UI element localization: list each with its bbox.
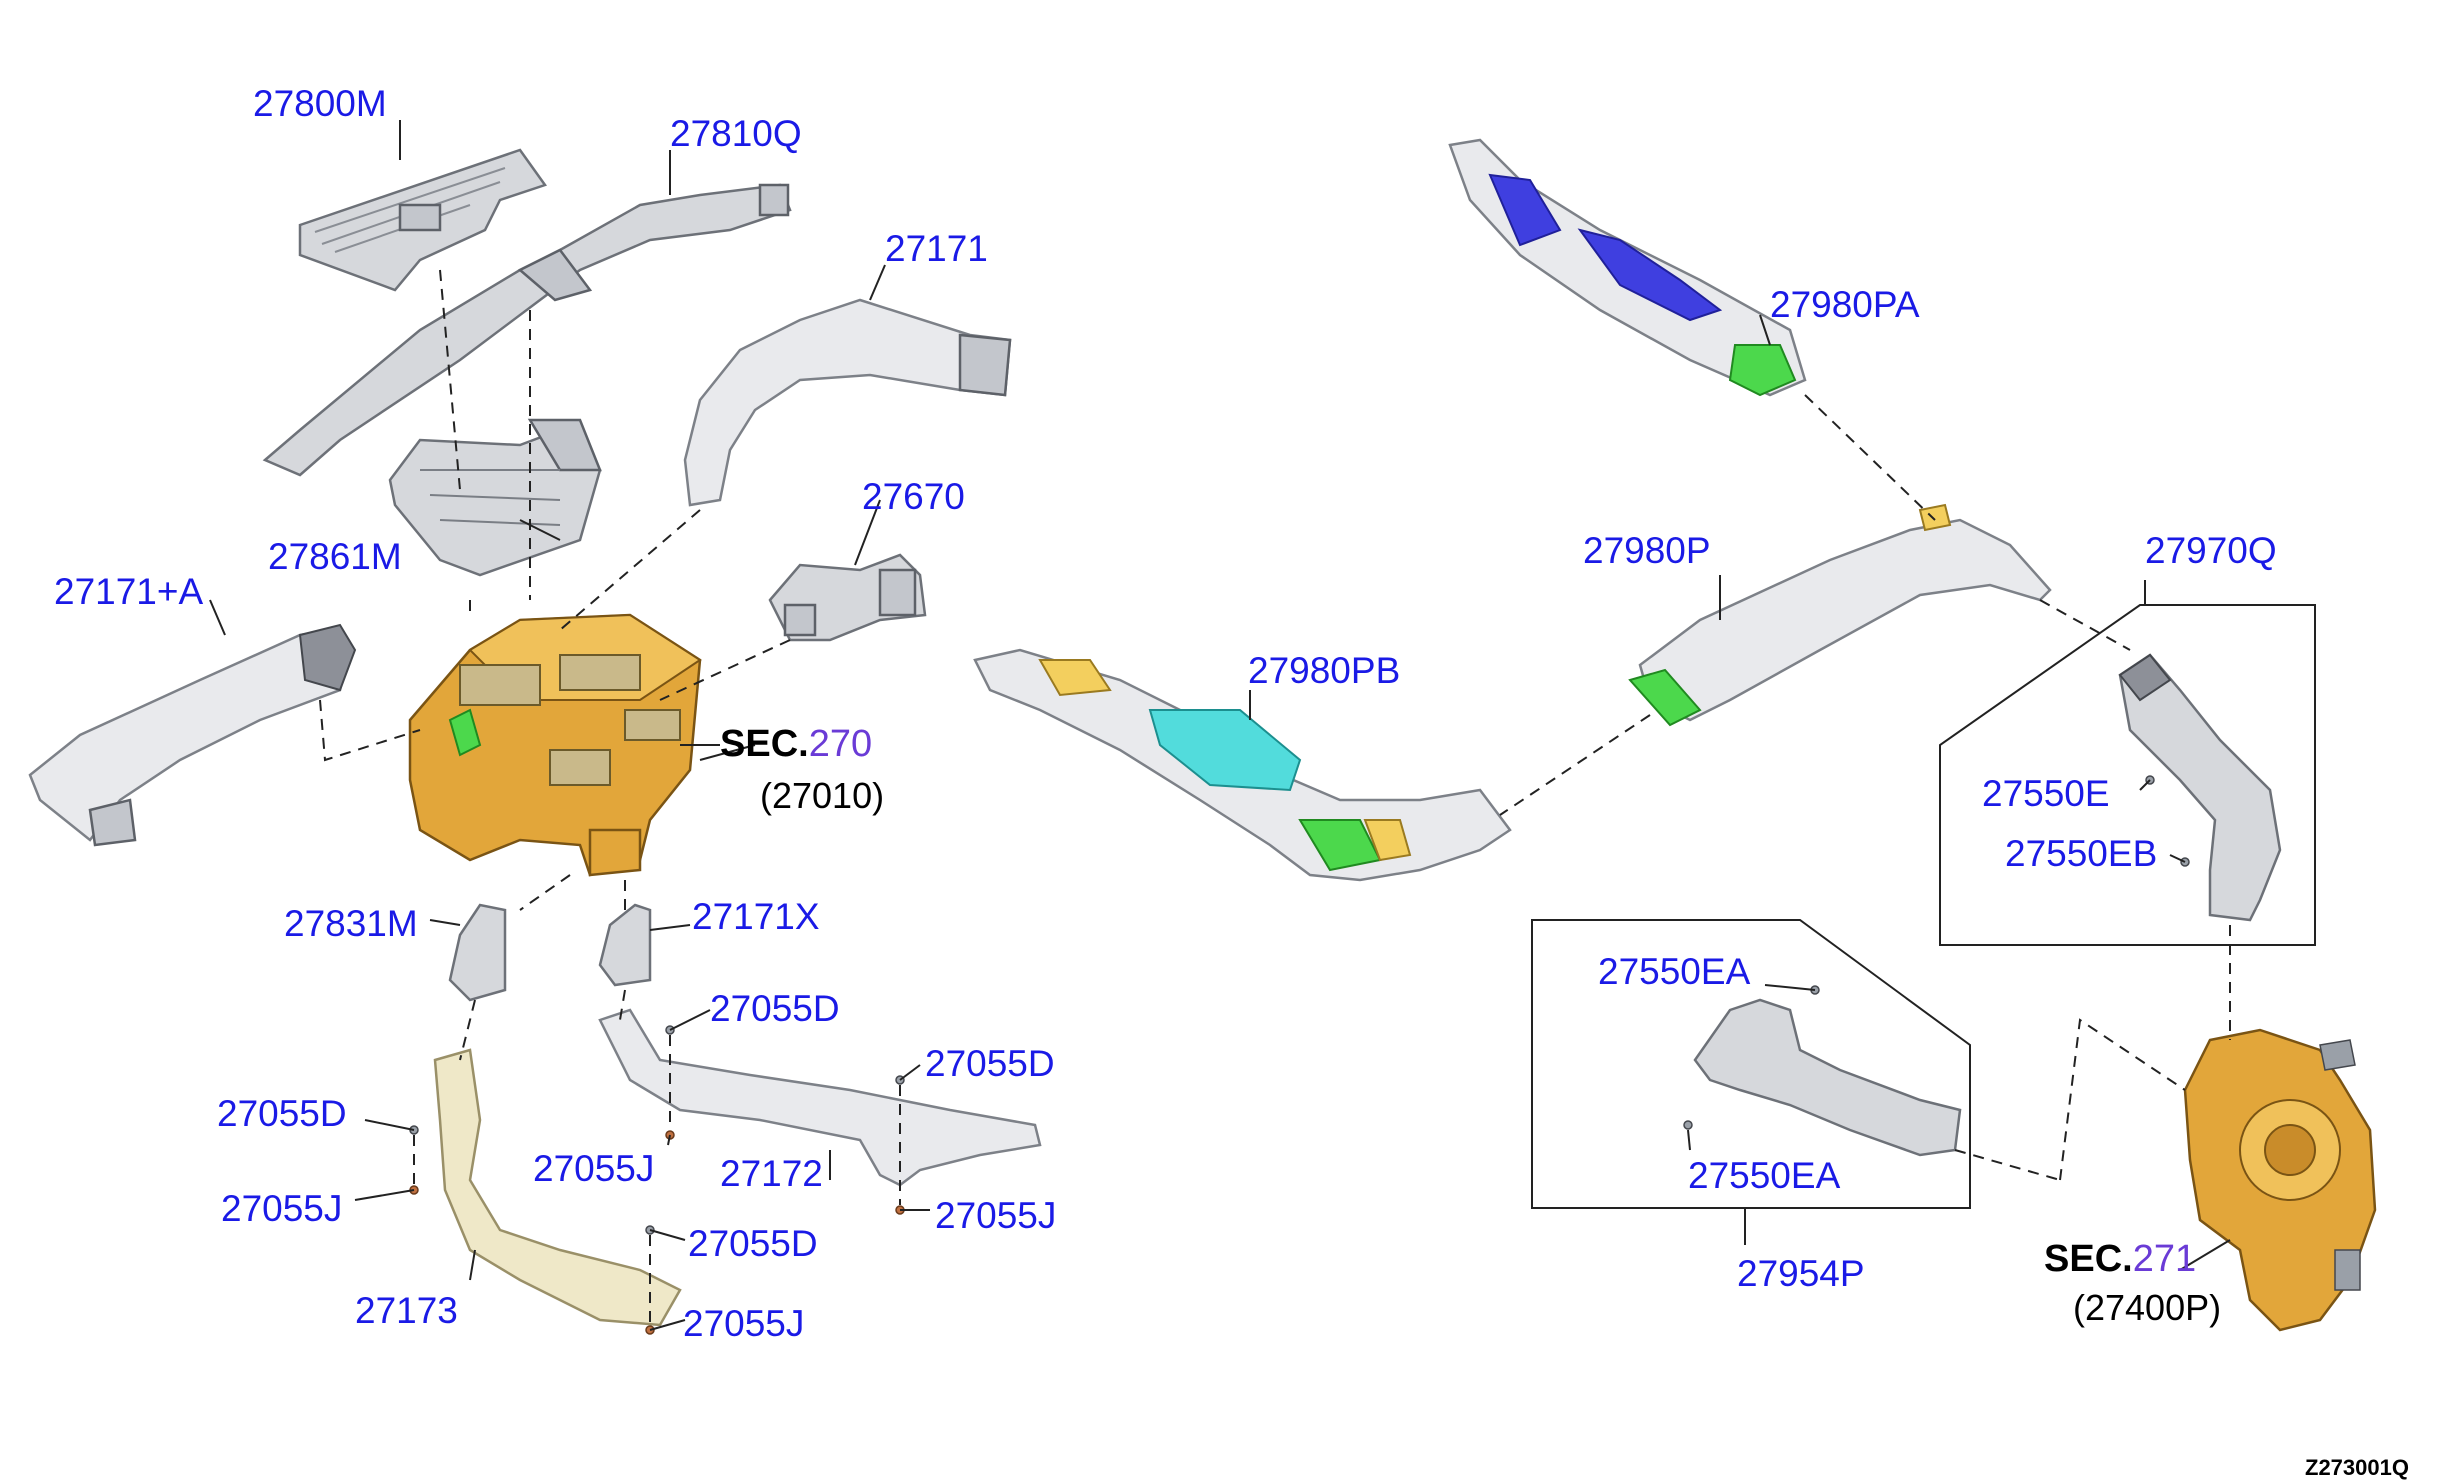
label-27550EB[interactable]: 27550EB — [2005, 833, 2158, 874]
part-27171X-duct — [598, 903, 652, 987]
label-27980P[interactable]: 27980P — [1583, 530, 1711, 571]
section-ref-271[interactable]: SEC.271 — [2044, 1240, 2196, 1278]
label-27980PB[interactable]: 27980PB — [1248, 650, 1401, 691]
label-27171X[interactable]: 27171X — [692, 896, 820, 937]
assembly-dash-lines — [319, 269, 2231, 1325]
part-27171-duct — [683, 298, 1012, 507]
label-27055D-c[interactable]: 27055D — [217, 1093, 347, 1134]
label-27055J-b[interactable]: 27055J — [221, 1188, 343, 1229]
part-27980PA-duct — [1448, 138, 1807, 397]
section-prefix: SEC. — [720, 723, 809, 765]
label-27861M[interactable]: 27861M — [268, 536, 402, 577]
part-heater-unit — [408, 613, 702, 877]
leader-lines — [209, 120, 2231, 1331]
part-27810Q-duct — [262, 183, 792, 477]
part-27171A-duct — [28, 623, 357, 847]
part-27670-vent — [768, 553, 927, 642]
label-27172[interactable]: 27172 — [720, 1153, 823, 1194]
label-27954P[interactable]: 27954P — [1737, 1253, 1865, 1294]
group-frame-27970Q — [1939, 580, 2316, 946]
label-27055J-a[interactable]: 27055J — [533, 1148, 655, 1189]
label-27550E[interactable]: 27550E — [1982, 773, 2110, 814]
section-prefix: SEC. — [2044, 1238, 2133, 1280]
section-number: 270 — [808, 723, 873, 765]
label-27055D-d[interactable]: 27055D — [688, 1223, 818, 1264]
label-27800M[interactable]: 27800M — [253, 83, 387, 124]
section-ref-27400P: (27400P) — [2073, 1287, 2222, 1328]
label-27171[interactable]: 27171 — [885, 228, 988, 269]
label-27670[interactable]: 27670 — [862, 476, 965, 517]
group-frame-27954P — [1531, 919, 1971, 1245]
part-blower-unit — [2183, 1028, 2377, 1332]
label-27550EA-a[interactable]: 27550EA — [1598, 951, 1751, 992]
label-27173[interactable]: 27173 — [355, 1290, 458, 1331]
part-27172-duct — [598, 1008, 1042, 1187]
diagram-code: Z273001Q — [2305, 1455, 2409, 1480]
label-27810Q[interactable]: 27810Q — [670, 113, 802, 154]
label-27171A[interactable]: 27171+A — [54, 571, 204, 612]
section-ref-270[interactable]: SEC.270 — [720, 725, 872, 763]
label-27970Q[interactable]: 27970Q — [2145, 530, 2277, 571]
section-ref-27010: (27010) — [760, 775, 885, 816]
label-27831M[interactable]: 27831M — [284, 903, 418, 944]
part-27970Q-duct — [2118, 653, 2282, 922]
part-27800M-cover — [298, 148, 548, 292]
label-27550EA-b[interactable]: 27550EA — [1688, 1155, 1841, 1196]
label-27055J-c[interactable]: 27055J — [935, 1195, 1057, 1236]
part-27831M-duct — [448, 903, 507, 1002]
part-27980P-duct — [1628, 503, 2052, 727]
part-27861M-box — [388, 418, 602, 577]
label-27055D-b[interactable]: 27055D — [925, 1043, 1055, 1084]
section-number: 271 — [2132, 1238, 2197, 1280]
label-27980PA[interactable]: 27980PA — [1770, 284, 1920, 325]
part-27980PB-duct — [973, 648, 1512, 882]
label-27055D-a[interactable]: 27055D — [710, 988, 840, 1029]
part-27173-duct — [433, 1048, 682, 1327]
label-27055J-d[interactable]: 27055J — [683, 1303, 805, 1344]
part-27954P-duct — [1693, 998, 1962, 1157]
